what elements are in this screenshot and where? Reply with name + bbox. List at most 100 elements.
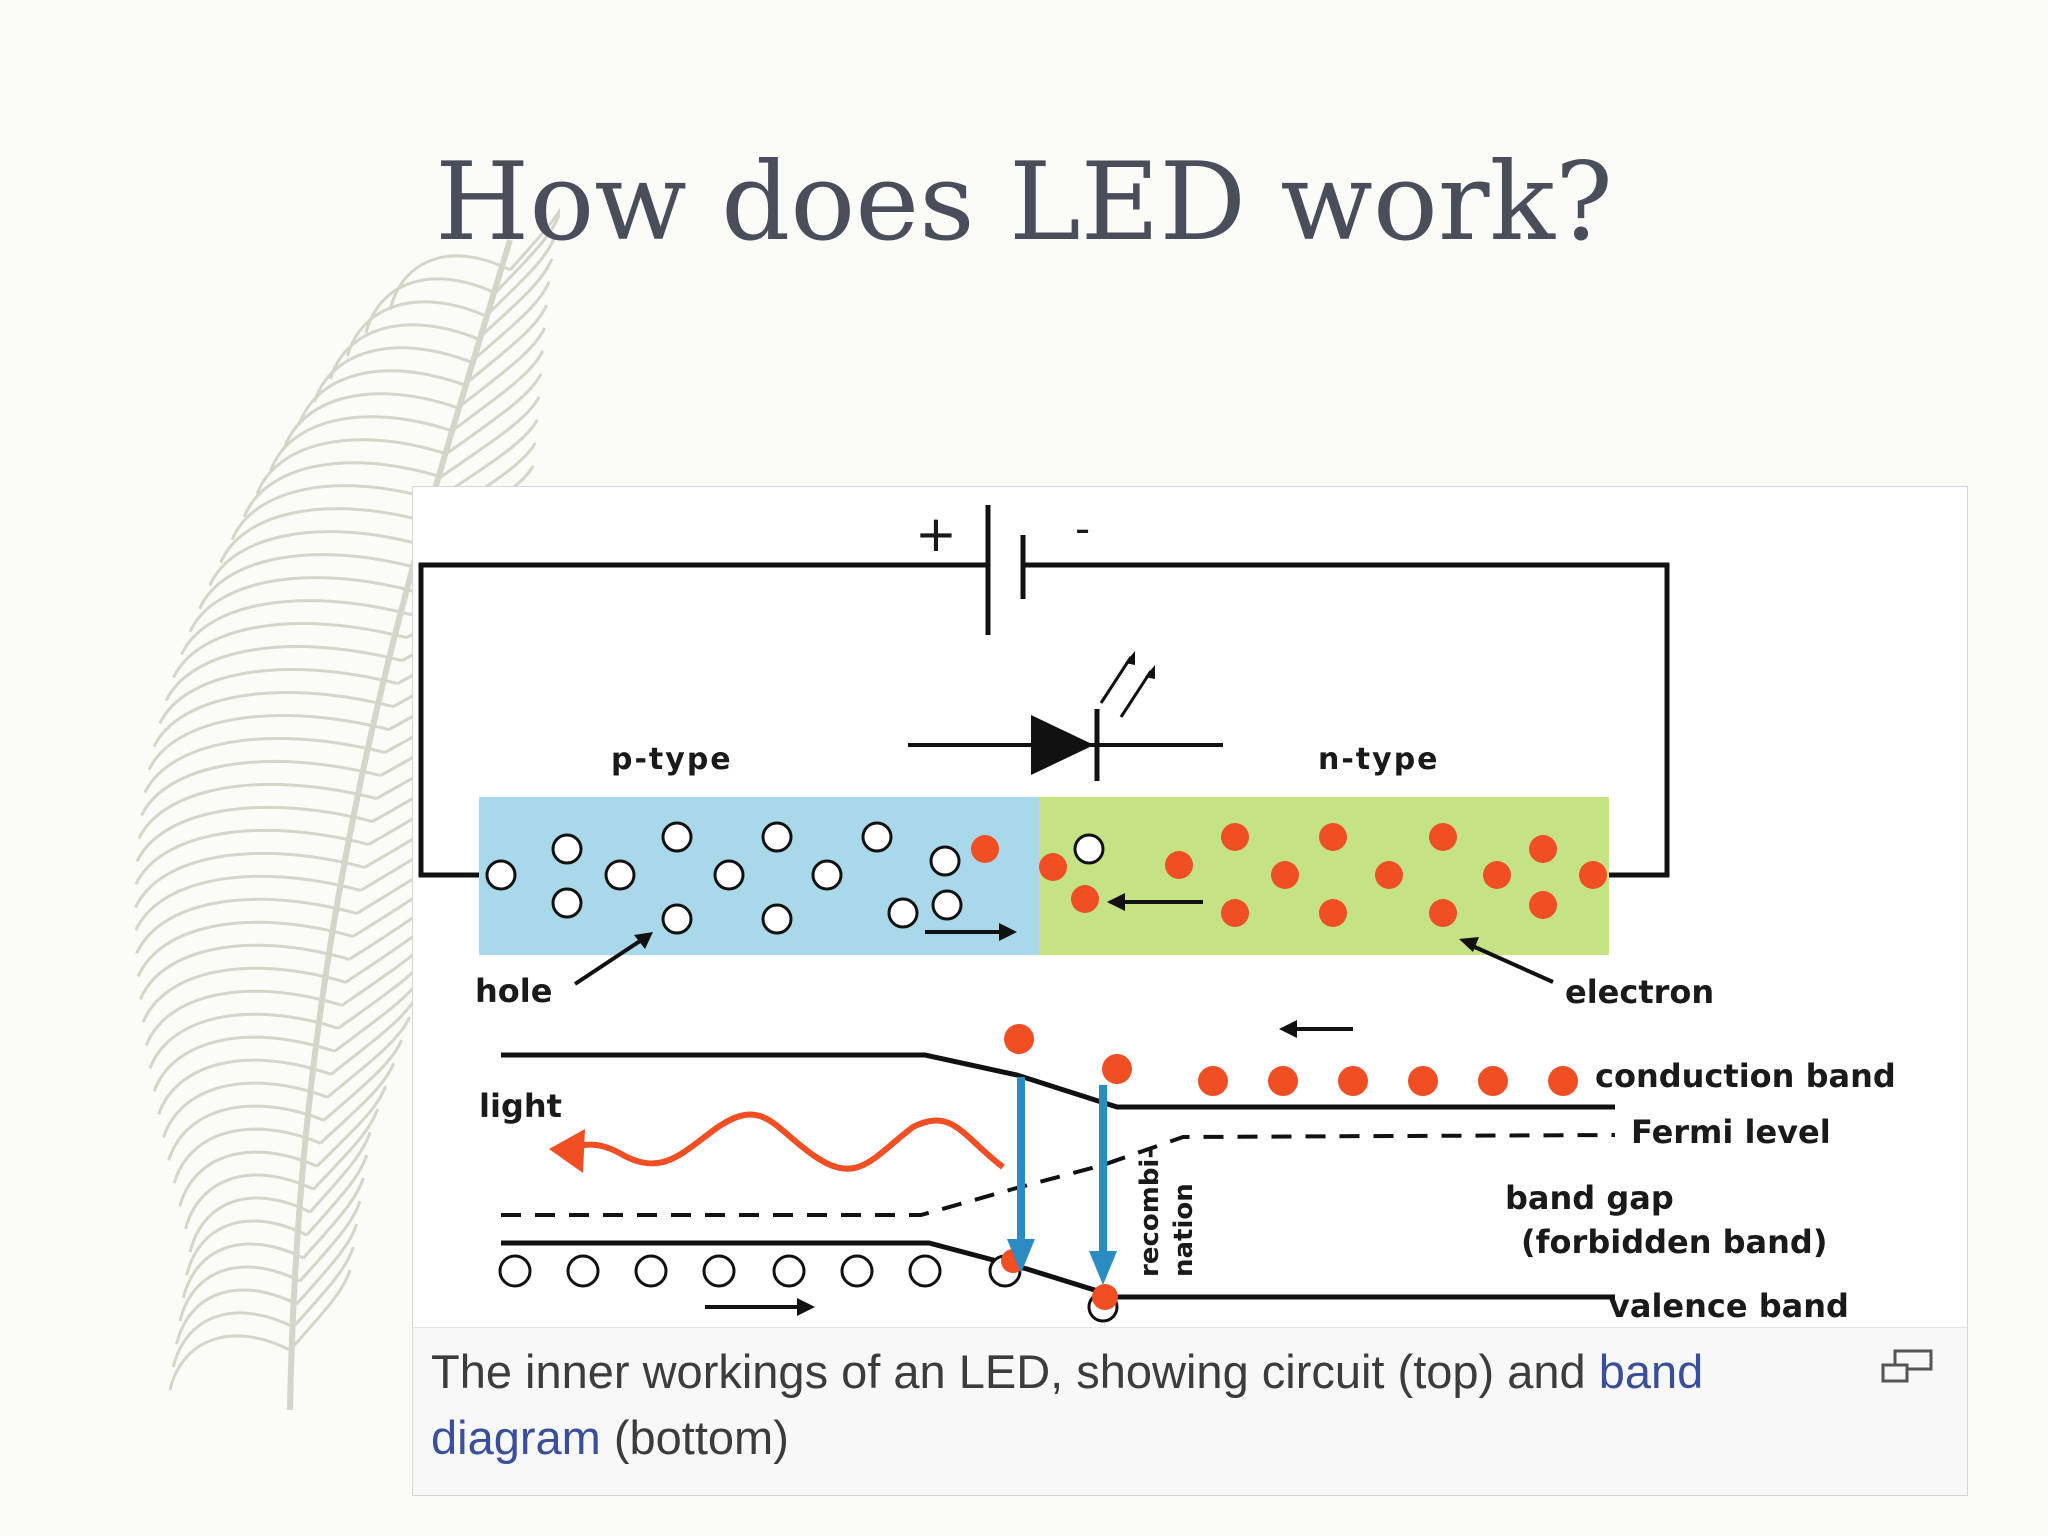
feather-barb bbox=[175, 1288, 298, 1345]
valence-band-label: valence band bbox=[1609, 1287, 1849, 1325]
band-diagram-link[interactable]: band diagram bbox=[431, 1345, 1704, 1464]
hole bbox=[761, 821, 793, 853]
valence-hole bbox=[908, 1254, 942, 1288]
conduction-electron bbox=[1102, 1054, 1132, 1084]
electron bbox=[1319, 823, 1347, 851]
feather-barb bbox=[138, 943, 350, 1000]
feather-barb bbox=[312, 1108, 379, 1191]
feather-barb bbox=[305, 1154, 369, 1237]
valence-hole bbox=[702, 1254, 736, 1288]
conduction-electron bbox=[1004, 1024, 1034, 1054]
p-type-label: p-type bbox=[611, 742, 733, 777]
hole bbox=[551, 833, 583, 865]
feather-barb bbox=[219, 507, 431, 564]
hole bbox=[1073, 833, 1105, 865]
feather-barb bbox=[134, 828, 369, 886]
valence-hole bbox=[566, 1254, 600, 1288]
n-type-label: n-type bbox=[1318, 742, 1440, 777]
feather-barb bbox=[147, 714, 390, 771]
hole bbox=[661, 903, 693, 935]
p-holes bbox=[485, 821, 1105, 935]
feather-barb bbox=[292, 1246, 355, 1329]
electron bbox=[1375, 861, 1403, 889]
feather-barb bbox=[208, 530, 426, 587]
fermi-level-label: Fermi level bbox=[1631, 1113, 1831, 1151]
electron bbox=[1039, 853, 1067, 881]
feather-barb bbox=[135, 897, 358, 955]
hole bbox=[604, 859, 636, 891]
feather-barb bbox=[172, 1127, 321, 1184]
feather-barb bbox=[143, 737, 386, 794]
valence-holes bbox=[498, 1249, 1119, 1323]
hole bbox=[929, 845, 961, 877]
feather-barb bbox=[451, 350, 545, 433]
feather-barb bbox=[140, 760, 382, 817]
feather-barb bbox=[295, 1223, 359, 1306]
electron bbox=[1429, 899, 1457, 927]
led-symbol-icon bbox=[908, 651, 1223, 781]
feather-barb bbox=[134, 874, 362, 932]
hole-drift-arrowhead bbox=[999, 923, 1017, 941]
valence-hole bbox=[634, 1254, 668, 1288]
feather-barb bbox=[313, 346, 472, 403]
feather-barb bbox=[152, 1035, 336, 1092]
electron-label: electron bbox=[1565, 973, 1714, 1011]
feather-barb bbox=[469, 281, 551, 364]
recombination-arrowhead bbox=[1089, 1251, 1117, 1285]
led-diagram: + - p-type n-type bbox=[418, 504, 1896, 1325]
feather-barb bbox=[283, 392, 459, 449]
feather-barb bbox=[463, 304, 549, 387]
electron bbox=[1529, 891, 1557, 919]
feather-barb bbox=[326, 1016, 411, 1099]
electron bbox=[1221, 823, 1249, 851]
electron bbox=[1271, 861, 1299, 889]
feather-barb bbox=[184, 1173, 315, 1230]
feather-barb bbox=[178, 1150, 318, 1207]
feather-barb bbox=[322, 1039, 403, 1122]
hole-motion-arrowhead bbox=[797, 1298, 815, 1316]
feather-barb bbox=[198, 553, 421, 610]
valence-hole bbox=[498, 1254, 532, 1288]
feather-barb bbox=[148, 1012, 339, 1069]
electron bbox=[1579, 861, 1607, 889]
hole bbox=[887, 897, 919, 929]
feather-barb bbox=[144, 989, 343, 1046]
electron bbox=[1319, 899, 1347, 927]
feather-barb bbox=[172, 622, 407, 679]
electron bbox=[1429, 823, 1457, 851]
conduction-electron bbox=[1408, 1066, 1438, 1096]
recombination-label: recombi- nation bbox=[1135, 1139, 1199, 1277]
fermi-level-line bbox=[501, 1133, 1616, 1217]
hole bbox=[551, 887, 583, 919]
feather-barb bbox=[302, 1177, 365, 1260]
enlarge-icon[interactable] bbox=[1877, 1347, 1937, 1387]
feather-barb bbox=[164, 645, 403, 702]
hole bbox=[861, 821, 893, 853]
hole bbox=[811, 859, 843, 891]
feather-barb bbox=[157, 1058, 332, 1115]
feather-barb bbox=[330, 993, 419, 1076]
feather-barb bbox=[188, 576, 417, 633]
feather-barb bbox=[388, 254, 511, 311]
feather-barb bbox=[297, 369, 465, 426]
conduction-band-line bbox=[501, 1052, 1615, 1110]
feather-barb bbox=[167, 1104, 325, 1161]
n-electrons bbox=[971, 823, 1607, 927]
conduction-electron bbox=[1338, 1066, 1368, 1096]
electron bbox=[1221, 899, 1249, 927]
feather-barb bbox=[141, 966, 347, 1023]
feather-barb bbox=[181, 1242, 304, 1299]
feather-barb bbox=[135, 805, 373, 863]
band-gap-label: band gap bbox=[1505, 1179, 1674, 1217]
conduction-electron bbox=[1548, 1066, 1578, 1096]
hole bbox=[761, 903, 793, 935]
feather-barb bbox=[508, 207, 560, 272]
electron bbox=[971, 835, 999, 863]
feather-barb bbox=[308, 1131, 372, 1214]
feather-barb bbox=[445, 373, 543, 456]
conduction-electron bbox=[1268, 1066, 1298, 1096]
hole-pointer-arrow bbox=[573, 937, 645, 986]
feather-barb bbox=[158, 668, 398, 725]
circuit-wire bbox=[418, 562, 988, 878]
feather-barb bbox=[152, 691, 394, 748]
